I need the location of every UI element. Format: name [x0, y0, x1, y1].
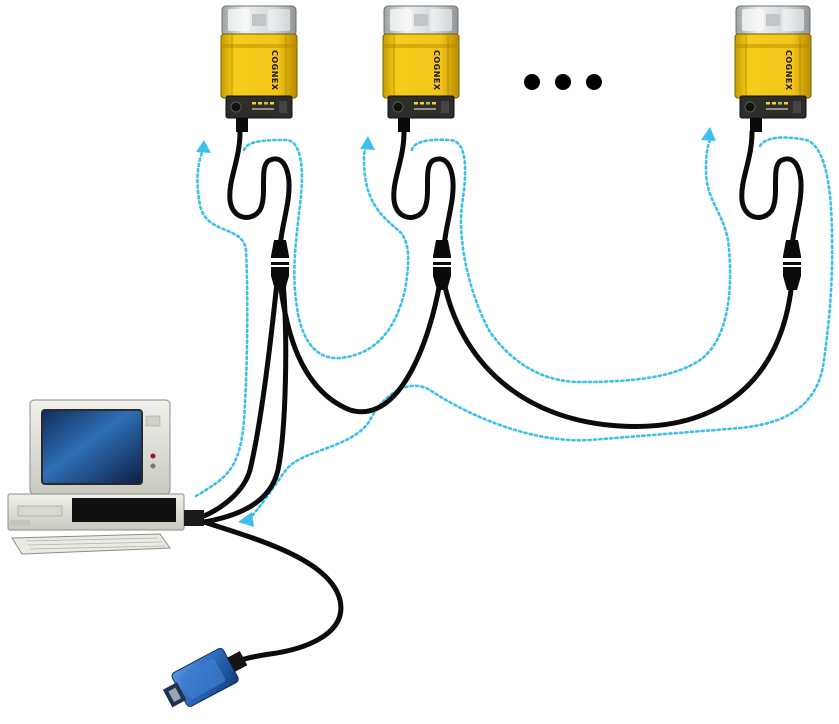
brand-logo: COGNEX: [432, 50, 441, 91]
flow-arrow-icon: [196, 140, 211, 153]
cognex-reader-icon: COGNEX: [734, 5, 812, 133]
brand-logo: COGNEX: [784, 50, 793, 91]
data-flow-path: [194, 136, 834, 520]
computer-icon: [7, 399, 204, 555]
flow-arrow-icon: [701, 127, 716, 141]
y-splitter-icon: [270, 240, 290, 290]
y-splitter-icon: [782, 240, 802, 290]
network-cables: [201, 129, 804, 671]
y-splitter-icon: [432, 240, 452, 290]
cognex-reader-icon: COGNEX: [382, 5, 460, 133]
usb-connector-icon: [162, 647, 248, 708]
brand-logo: COGNEX: [270, 50, 279, 91]
flow-arrow-icon: [238, 512, 254, 527]
flow-arrow-icon: [360, 136, 375, 150]
ellipsis-more-cameras: [524, 74, 602, 90]
cognex-reader-icon: COGNEX: [220, 5, 298, 133]
